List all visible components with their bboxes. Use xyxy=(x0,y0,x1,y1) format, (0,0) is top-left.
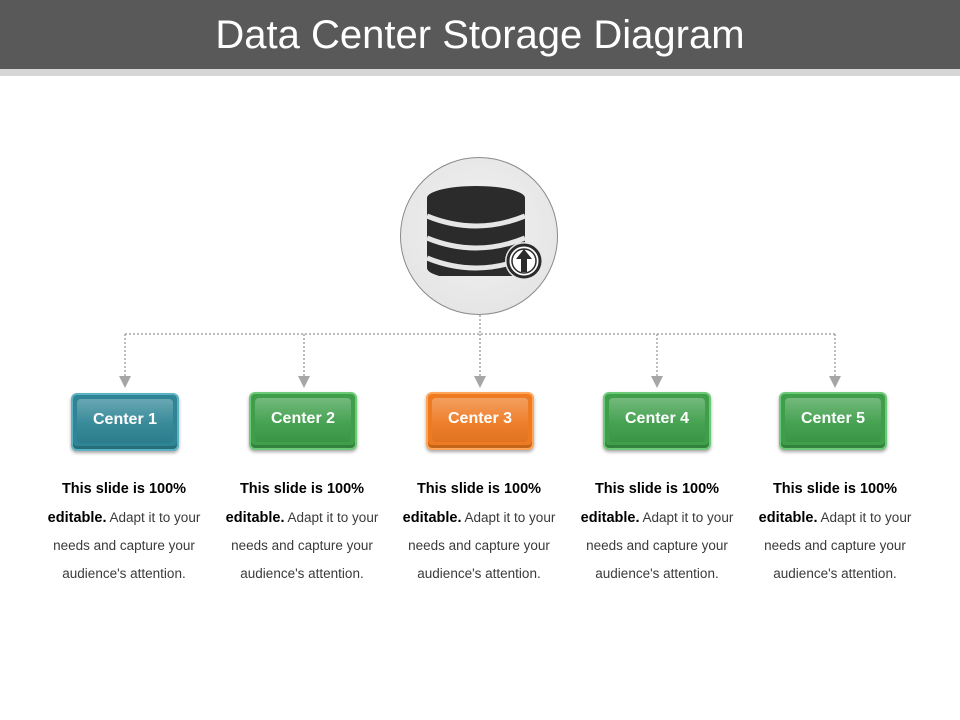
center-1-description: This slide is 100% editable. Adapt it to… xyxy=(39,475,209,587)
center-2-label: Center 2 xyxy=(270,410,336,427)
center-5-desc-bold: This slide is 100% editable. xyxy=(758,481,898,526)
center-1-desc-bold: This slide is 100% editable. xyxy=(47,481,187,526)
center-2-box[interactable]: Center 2 xyxy=(249,392,357,450)
center-5-box[interactable]: Center 5 xyxy=(779,392,887,450)
center-1-box[interactable]: Center 1 xyxy=(71,393,179,451)
center-4-desc-bold: This slide is 100% editable. xyxy=(580,481,720,526)
database-upload-icon xyxy=(426,186,543,280)
center-3-box[interactable]: Center 3 xyxy=(426,392,534,450)
arrow-head-1 xyxy=(119,376,131,388)
center-4-label: Center 4 xyxy=(624,410,690,427)
center-3-description: This slide is 100% editable. Adapt it to… xyxy=(394,475,564,587)
center-1-label: Center 1 xyxy=(92,411,158,428)
center-5-description: This slide is 100% editable. Adapt it to… xyxy=(750,475,920,587)
center-4-desc-text: Adapt it to your needs and capture your … xyxy=(586,509,734,581)
storage-hub xyxy=(400,157,558,315)
center-5-label: Center 5 xyxy=(800,410,866,427)
center-2-desc-text: Adapt it to your needs and capture your … xyxy=(231,509,379,581)
center-2-desc-bold: This slide is 100% editable. xyxy=(225,481,365,526)
title-bar xyxy=(0,0,960,69)
arrow-head-5 xyxy=(829,376,841,388)
title-bar-underline xyxy=(0,69,960,76)
center-3-desc-text: Adapt it to your needs and capture your … xyxy=(408,509,556,581)
slide-title: Data Center Storage Diagram xyxy=(215,13,745,57)
center-1-desc-text: Adapt it to your needs and capture your … xyxy=(53,509,201,581)
arrow-head-3 xyxy=(474,376,486,388)
center-5-desc-text: Adapt it to your needs and capture your … xyxy=(764,509,912,581)
center-4-description: This slide is 100% editable. Adapt it to… xyxy=(572,475,742,587)
arrow-head-2 xyxy=(298,376,310,388)
arrow-head-4 xyxy=(651,376,663,388)
center-3-label: Center 3 xyxy=(447,410,513,427)
center-2-description: This slide is 100% editable. Adapt it to… xyxy=(217,475,387,587)
center-3-desc-bold: This slide is 100% editable. xyxy=(402,481,542,526)
center-4-box[interactable]: Center 4 xyxy=(603,392,711,450)
